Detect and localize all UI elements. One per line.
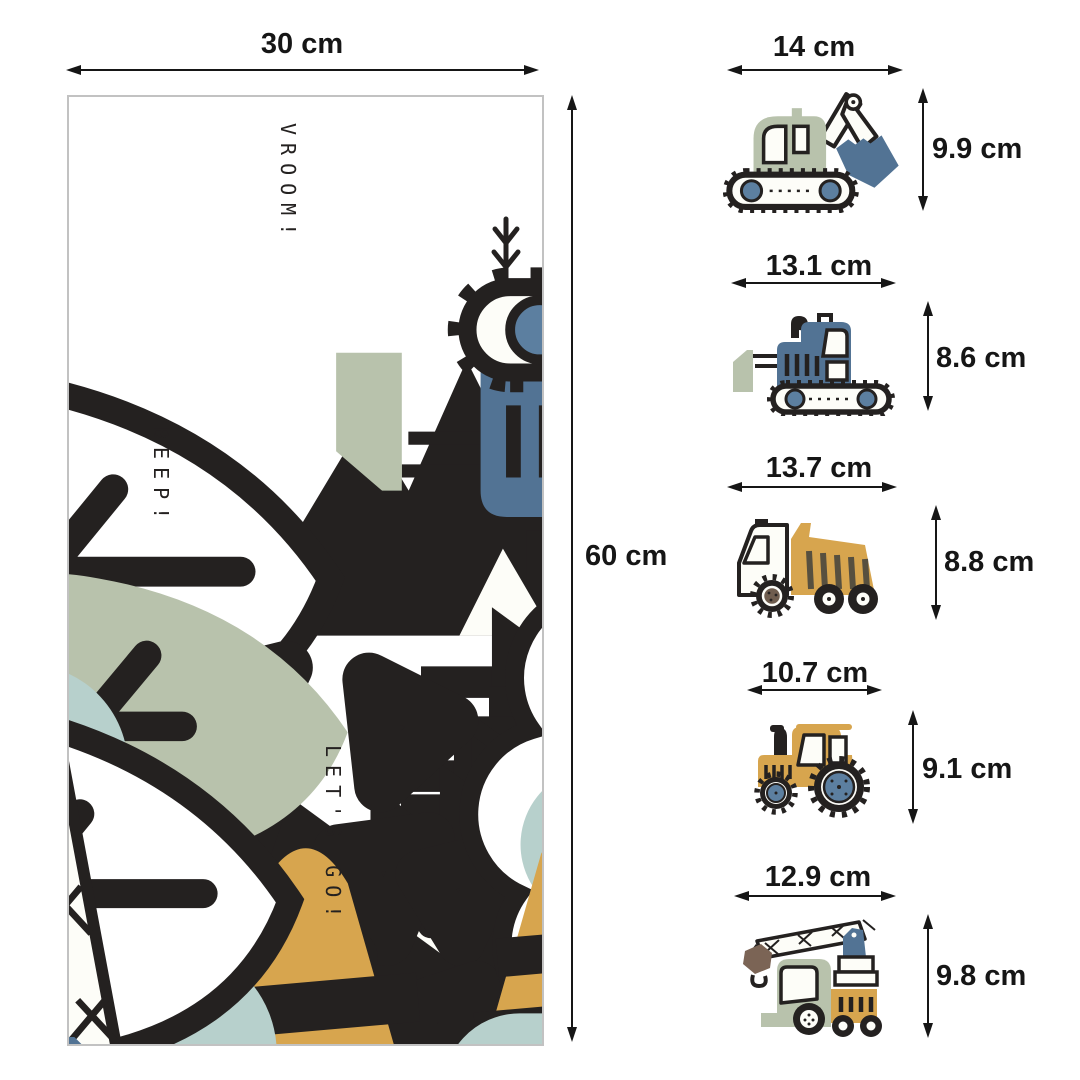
bulldozer-height-arrow bbox=[922, 301, 934, 411]
sticker-word-beep: BEEP! bbox=[149, 427, 173, 528]
sticker-word-vroom: VROOM! bbox=[276, 123, 300, 244]
crane-truck-width-arrow bbox=[734, 890, 896, 902]
arrowhead-left-icon bbox=[66, 65, 81, 75]
bulldozer-width-label: 13.1 cm bbox=[765, 250, 873, 282]
bulldozer-image bbox=[729, 294, 899, 416]
excavator-width-label: 14 cm bbox=[772, 31, 856, 63]
sheet-width-arrow bbox=[66, 64, 539, 76]
crane-truck-width-label: 12.9 cm bbox=[764, 861, 872, 893]
sticker-bare-tree bbox=[491, 216, 521, 306]
dump-truck-width-label: 13.7 cm bbox=[765, 452, 873, 484]
tractor-width-label: 10.7 cm bbox=[761, 657, 869, 689]
excavator-width-arrow bbox=[727, 64, 903, 76]
sheet-height-label: 60 cm bbox=[585, 540, 668, 572]
sheet-width-label: 30 cm bbox=[260, 28, 344, 60]
dump-truck-height-arrow bbox=[930, 505, 942, 620]
excavator-height-arrow bbox=[917, 88, 929, 211]
tractor-image bbox=[744, 701, 884, 823]
bulldozer-width-arrow bbox=[731, 277, 896, 289]
dump-truck-height-label: 8.8 cm bbox=[944, 546, 1035, 578]
excavator-height-label: 9.9 cm bbox=[932, 133, 1023, 165]
sticker-sheet-illustration bbox=[69, 97, 542, 1044]
sticker-sheet: VROOM! BEEP! LET'S GO! bbox=[67, 95, 544, 1046]
bulldozer-height-label: 8.6 cm bbox=[936, 342, 1027, 374]
dump-truck-image bbox=[725, 497, 900, 619]
tractor-height-label: 9.1 cm bbox=[922, 753, 1013, 785]
arrowhead-down-icon bbox=[567, 1027, 577, 1042]
arrowhead-right-icon bbox=[524, 65, 539, 75]
tractor-height-arrow bbox=[907, 710, 919, 824]
crane-truck-height-label: 9.8 cm bbox=[936, 960, 1027, 992]
crane-truck-height-arrow bbox=[922, 914, 934, 1038]
crane-truck-image bbox=[731, 905, 901, 1037]
tractor-width-arrow bbox=[747, 684, 882, 696]
excavator-image bbox=[723, 86, 905, 213]
arrowhead-up-icon bbox=[567, 95, 577, 110]
sheet-height-arrow bbox=[566, 95, 578, 1042]
dump-truck-width-arrow bbox=[727, 481, 897, 493]
sticker-word-lets-go: LET'S GO! bbox=[321, 745, 345, 926]
